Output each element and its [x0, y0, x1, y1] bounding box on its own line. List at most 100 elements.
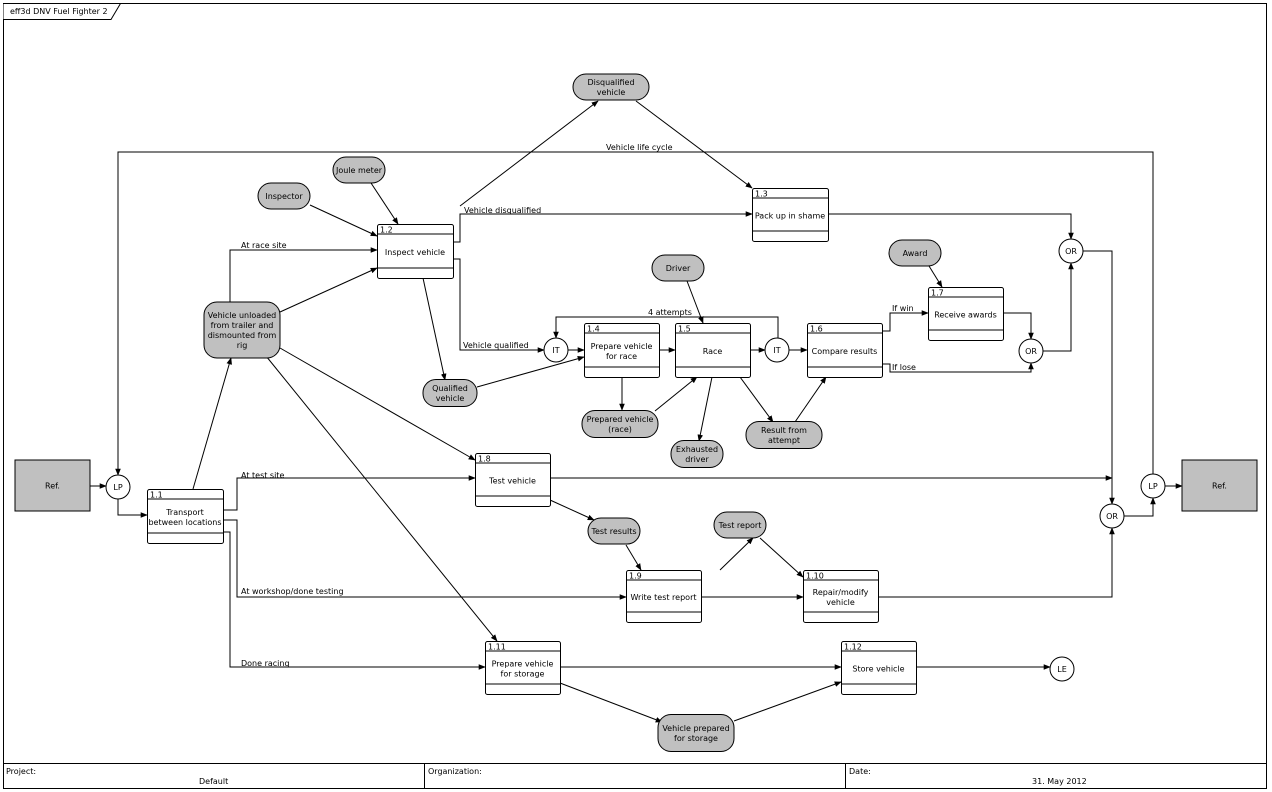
- flow-connector: [459, 100, 599, 207]
- junction-it2[interactable]: IT: [764, 337, 790, 363]
- flow-label-life: Vehicle life cycle: [606, 143, 673, 152]
- flow-connector: [878, 527, 1115, 598]
- node-label-line: Test results: [590, 527, 636, 536]
- junction-lp2[interactable]: LP: [1140, 473, 1166, 499]
- node-label-line: for race: [606, 352, 637, 361]
- object-testres[interactable]: Test results: [587, 517, 641, 545]
- node-label-line: Inspector: [265, 192, 303, 201]
- node-label-line: Race: [703, 347, 723, 356]
- flow-label-att: 4 attempts: [648, 308, 692, 317]
- junction-lp1[interactable]: LP: [105, 474, 131, 500]
- project-label: Project:: [6, 767, 37, 776]
- svg-text:LE: LE: [1057, 665, 1067, 674]
- node-label-line: vehicle: [436, 394, 465, 403]
- process-number: 1.6: [810, 325, 823, 334]
- flow-connector: [828, 213, 1074, 240]
- node-label-line: Store vehicle: [852, 664, 904, 673]
- flow-connector: [453, 211, 753, 243]
- flow-connector: [309, 204, 378, 237]
- flow-connector: [686, 280, 704, 324]
- flow-connector: [192, 357, 232, 490]
- svg-text:LP: LP: [1148, 482, 1157, 491]
- flow-connector: [115, 151, 1154, 476]
- flow-label-race: At race site: [241, 241, 287, 250]
- node-label-line: rig: [237, 341, 248, 350]
- process-number: 1.9: [629, 572, 642, 581]
- footer-date: Date: 31. May 2012: [846, 763, 1267, 789]
- object-award[interactable]: Award: [888, 239, 942, 267]
- process-number: 1.2: [380, 226, 393, 235]
- flow-connector: [759, 537, 804, 578]
- node-label-line: Qualified: [432, 384, 468, 393]
- flow-connector: [882, 310, 929, 332]
- junction-le[interactable]: LE: [1049, 656, 1075, 682]
- node-label-line: Pack up in shame: [755, 211, 825, 220]
- node-label-line: Vehicle unloaded: [208, 311, 276, 320]
- node-label-line: for storage: [501, 669, 545, 678]
- flow-connector: [370, 182, 399, 225]
- object-joule[interactable]: Joule meter: [332, 156, 386, 184]
- node-label-line: Test vehicle: [488, 476, 536, 485]
- node-label-line: Compare results: [812, 347, 878, 356]
- flow-connector: [553, 316, 779, 350]
- node-label-line: Result from: [761, 426, 807, 435]
- node-label-line: Disqualified: [587, 78, 634, 87]
- junction-it1[interactable]: IT: [543, 337, 569, 363]
- junction-or2[interactable]: OR: [1018, 338, 1044, 364]
- svg-text:OR: OR: [1025, 347, 1037, 356]
- flow-connector: [928, 265, 943, 288]
- flow-connector: [719, 537, 754, 571]
- flow-connector: [635, 100, 753, 189]
- process-number: 1.12: [844, 643, 862, 652]
- node-label-line: Award: [903, 249, 928, 258]
- flow-label-test: At test site: [241, 471, 284, 480]
- node-label-line: for storage: [674, 734, 718, 743]
- flow-connector: [549, 499, 595, 521]
- svg-text:OR: OR: [1106, 512, 1118, 521]
- object-prep[interactable]: Prepared vehicle(race): [581, 410, 659, 438]
- flow-connector: [117, 499, 148, 518]
- node-label-line: (race): [608, 425, 632, 434]
- flow-connector: [733, 681, 842, 722]
- object-driver[interactable]: Driver: [651, 254, 705, 282]
- organization-label: Organization:: [428, 767, 482, 776]
- svg-text:Ref.: Ref.: [45, 482, 60, 491]
- node-label-line: between locations: [148, 518, 221, 527]
- svg-text:Ref.: Ref.: [1212, 482, 1227, 491]
- node-label-line: Inspect vehicle: [385, 248, 445, 257]
- flow-connector: [625, 544, 642, 571]
- flow-connector: [1124, 497, 1156, 517]
- flow-label-lose: If lose: [892, 363, 916, 372]
- referent-right[interactable]: Ref.: [1181, 459, 1258, 512]
- junction-or3[interactable]: OR: [1099, 503, 1125, 529]
- flow-connector: [223, 519, 627, 600]
- referent-left[interactable]: Ref.: [14, 459, 91, 512]
- node-label-line: Vehicle prepared: [662, 724, 729, 733]
- node-label-line: dismounted from: [208, 331, 277, 340]
- object-testrep[interactable]: Test report: [713, 511, 767, 539]
- svg-text:LP: LP: [113, 483, 122, 492]
- object-insp[interactable]: Inspector: [257, 182, 311, 210]
- flow-connector: [1003, 312, 1034, 340]
- junction-or1[interactable]: OR: [1058, 238, 1084, 264]
- process-number: 1.3: [755, 190, 768, 199]
